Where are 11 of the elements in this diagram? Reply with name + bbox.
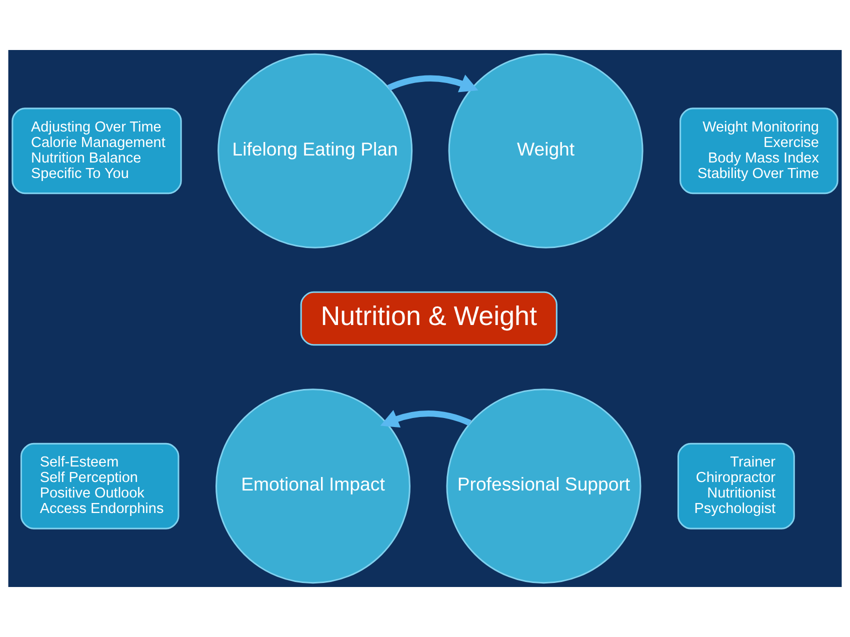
node-box: Adjusting Over Time Calorie Management Nutrition Balance Specific To You: [12, 108, 182, 194]
arrow: [387, 74, 478, 92]
node-circle: Weight: [448, 53, 644, 248]
node-box: Weight Monitoring Exercise Body Mass Index Stability Over Time: [680, 108, 838, 194]
arrow: [380, 410, 472, 428]
node-circle: Emotional Impact: [215, 388, 411, 584]
node-circle: Lifelong Eating Plan: [218, 53, 413, 248]
node-circle: Professional Support: [446, 388, 642, 584]
node-box: Self-Esteem Self Perception Positive Outlook Access Endorphins: [20, 442, 180, 530]
node-box: Nutrition & Weight: [300, 291, 558, 346]
node-box: Trainer Chiropractor Nutritionist Psychologist: [677, 442, 795, 530]
